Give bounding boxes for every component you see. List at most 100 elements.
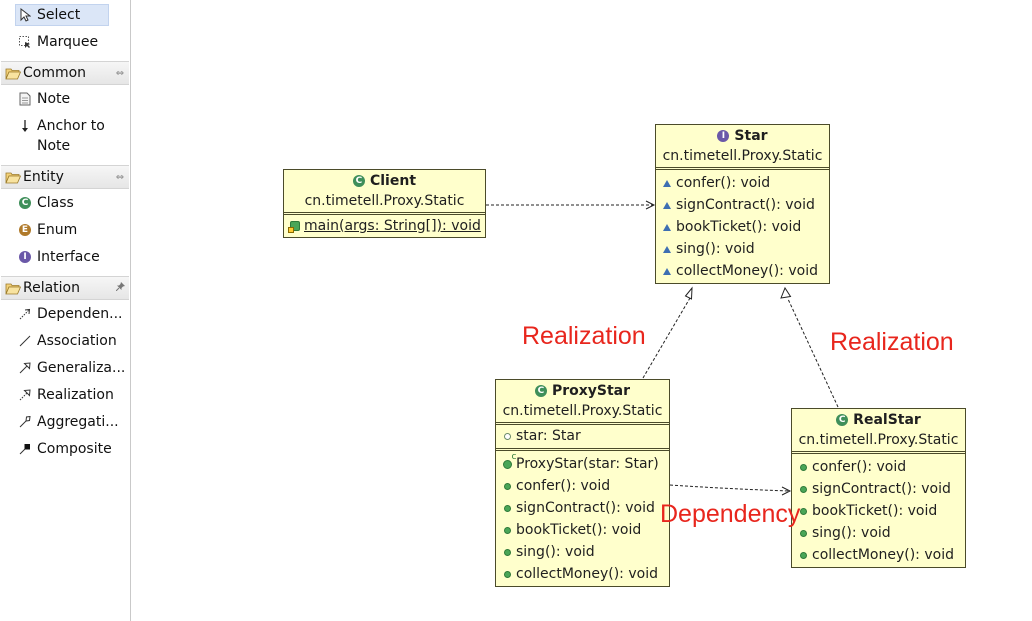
arrow-pointer-icon bbox=[16, 5, 34, 25]
method-row[interactable]: collectMoney(): void bbox=[496, 563, 669, 585]
drawer-relation[interactable]: Relation bbox=[1, 276, 129, 300]
interface-icon: I bbox=[16, 247, 34, 267]
field-row[interactable]: star: Star bbox=[496, 425, 669, 447]
class-client-methods: main(args: String[]): void bbox=[284, 215, 485, 237]
class-icon: C bbox=[16, 193, 34, 213]
pin-icon[interactable] bbox=[111, 282, 129, 294]
drawer-common[interactable]: Common ⇔ bbox=[1, 61, 129, 85]
palette-realization-tool[interactable]: Realization bbox=[16, 385, 128, 407]
collapse-arrows-icon[interactable]: ⇔ bbox=[115, 171, 125, 183]
method-row[interactable]: bookTicket(): void bbox=[656, 216, 829, 238]
abstract-method-icon bbox=[660, 245, 674, 253]
proxystar-star-realization[interactable] bbox=[642, 286, 693, 379]
method-row[interactable]: confer(): void bbox=[792, 456, 965, 478]
class-badge-icon: C bbox=[836, 414, 849, 426]
palette-interface-tool[interactable]: I Interface bbox=[16, 247, 128, 269]
class-realstar-package: cn.timetell.Proxy.Static bbox=[798, 432, 959, 448]
palette-association-tool[interactable]: Association bbox=[16, 331, 128, 353]
palette-aggregation-tool[interactable]: Aggregati... bbox=[16, 412, 128, 434]
realization-icon bbox=[16, 385, 34, 405]
class-realstar[interactable]: C RealStar cn.timetell.Proxy.Static confe… bbox=[791, 408, 966, 568]
annotation-dependency: Dependency bbox=[660, 500, 801, 528]
palette-association-label: Association bbox=[37, 333, 117, 349]
palette-marquee-tool[interactable]: Marquee bbox=[16, 32, 128, 54]
palette-note-label: Note bbox=[37, 91, 71, 107]
interface-star-header: I Star cn.timetell.Proxy.Static bbox=[656, 125, 829, 170]
palette-dependency-label: Dependen... bbox=[37, 306, 123, 322]
palette-anchor-label: Anchor to Note bbox=[37, 118, 105, 154]
method-row[interactable]: confer(): void bbox=[656, 172, 829, 194]
palette-select-tool[interactable]: Select bbox=[15, 4, 109, 26]
method-row[interactable]: bookTicket(): void bbox=[792, 500, 965, 522]
method-row[interactable]: confer(): void bbox=[496, 475, 669, 497]
static-public-method-icon bbox=[288, 221, 302, 233]
abstract-method-icon bbox=[660, 179, 674, 187]
class-proxystar[interactable]: C ProxyStar cn.timetell.Proxy.Static star… bbox=[495, 379, 670, 587]
interface-badge-icon: I bbox=[717, 130, 730, 142]
interface-star-name: Star bbox=[734, 128, 768, 144]
class-proxystar-name: ProxyStar bbox=[551, 383, 631, 399]
drawer-relation-title: Relation bbox=[23, 280, 80, 296]
class-client-package: cn.timetell.Proxy.Static bbox=[304, 193, 465, 209]
method-row[interactable]: collectMoney(): void bbox=[792, 544, 965, 566]
abstract-method-icon bbox=[660, 223, 674, 231]
method-row[interactable]: main(args: String[]): void bbox=[284, 216, 485, 236]
method-row[interactable]: sing(): void bbox=[496, 541, 669, 563]
method-row[interactable]: signContract(): void bbox=[656, 194, 829, 216]
class-proxystar-fields: star: Star bbox=[496, 425, 669, 451]
public-method-icon bbox=[500, 526, 514, 534]
anchor-arrow-icon bbox=[16, 116, 34, 136]
public-method-icon bbox=[796, 485, 810, 493]
class-realstar-name: RealStar bbox=[853, 412, 921, 428]
marquee-icon bbox=[16, 32, 34, 52]
note-icon bbox=[16, 89, 34, 109]
public-method-icon bbox=[796, 463, 810, 471]
class-proxystar-header: C ProxyStar cn.timetell.Proxy.Static bbox=[496, 380, 669, 425]
folder-open-icon bbox=[3, 282, 23, 295]
interface-star[interactable]: I Star cn.timetell.Proxy.Static confer():… bbox=[655, 124, 830, 284]
palette-anchor-tool[interactable]: Anchor to Note bbox=[16, 116, 128, 158]
method-row[interactable]: sing(): void bbox=[792, 522, 965, 544]
interface-star-package: cn.timetell.Proxy.Static bbox=[662, 148, 823, 164]
drawer-entity[interactable]: Entity ⇔ bbox=[1, 165, 129, 189]
composite-icon bbox=[16, 439, 34, 459]
palette-enum-tool[interactable]: E Enum bbox=[16, 220, 128, 242]
client-star-dependency[interactable] bbox=[486, 200, 656, 210]
class-proxystar-methods: ProxyStar(star: Star) confer(): void sig… bbox=[496, 451, 669, 586]
method-row[interactable]: signContract(): void bbox=[496, 497, 669, 519]
generalization-icon bbox=[16, 358, 34, 378]
public-method-icon bbox=[796, 529, 810, 537]
class-proxystar-package: cn.timetell.Proxy.Static bbox=[502, 403, 663, 419]
palette-generalization-tool[interactable]: Generaliza... bbox=[16, 358, 128, 380]
method-row[interactable]: signContract(): void bbox=[792, 478, 965, 500]
abstract-method-icon bbox=[660, 267, 674, 275]
public-method-icon bbox=[500, 570, 514, 578]
enum-icon: E bbox=[16, 220, 34, 240]
drawer-common-title: Common bbox=[23, 65, 87, 81]
class-badge-icon: C bbox=[534, 385, 547, 397]
public-method-icon bbox=[500, 548, 514, 556]
palette-class-tool[interactable]: C Class bbox=[16, 193, 128, 215]
public-method-icon bbox=[796, 507, 810, 515]
palette-composite-tool[interactable]: Composite bbox=[16, 439, 128, 461]
method-row[interactable]: sing(): void bbox=[656, 238, 829, 260]
drawer-entity-title: Entity bbox=[23, 169, 64, 185]
collapse-arrows-icon[interactable]: ⇔ bbox=[115, 67, 125, 79]
palette-interface-label: Interface bbox=[37, 249, 100, 265]
palette-panel: Select Marquee Common ⇔ Note bbox=[0, 0, 131, 621]
palette-dependency-tool[interactable]: Dependen... bbox=[16, 304, 128, 326]
palette-select-label: Select bbox=[37, 7, 81, 23]
palette-note-tool[interactable]: Note bbox=[16, 89, 128, 111]
folder-open-icon bbox=[3, 171, 23, 184]
class-realstar-header: C RealStar cn.timetell.Proxy.Static bbox=[792, 409, 965, 454]
class-badge-icon: C bbox=[352, 175, 365, 187]
method-row[interactable]: ProxyStar(star: Star) bbox=[496, 452, 669, 475]
palette-class-label: Class bbox=[37, 195, 74, 211]
proxystar-realstar-dependency[interactable] bbox=[669, 484, 792, 496]
class-realstar-methods: confer(): void signContract(): void book… bbox=[792, 454, 965, 567]
method-row[interactable]: bookTicket(): void bbox=[496, 519, 669, 541]
method-row[interactable]: collectMoney(): void bbox=[656, 260, 829, 282]
